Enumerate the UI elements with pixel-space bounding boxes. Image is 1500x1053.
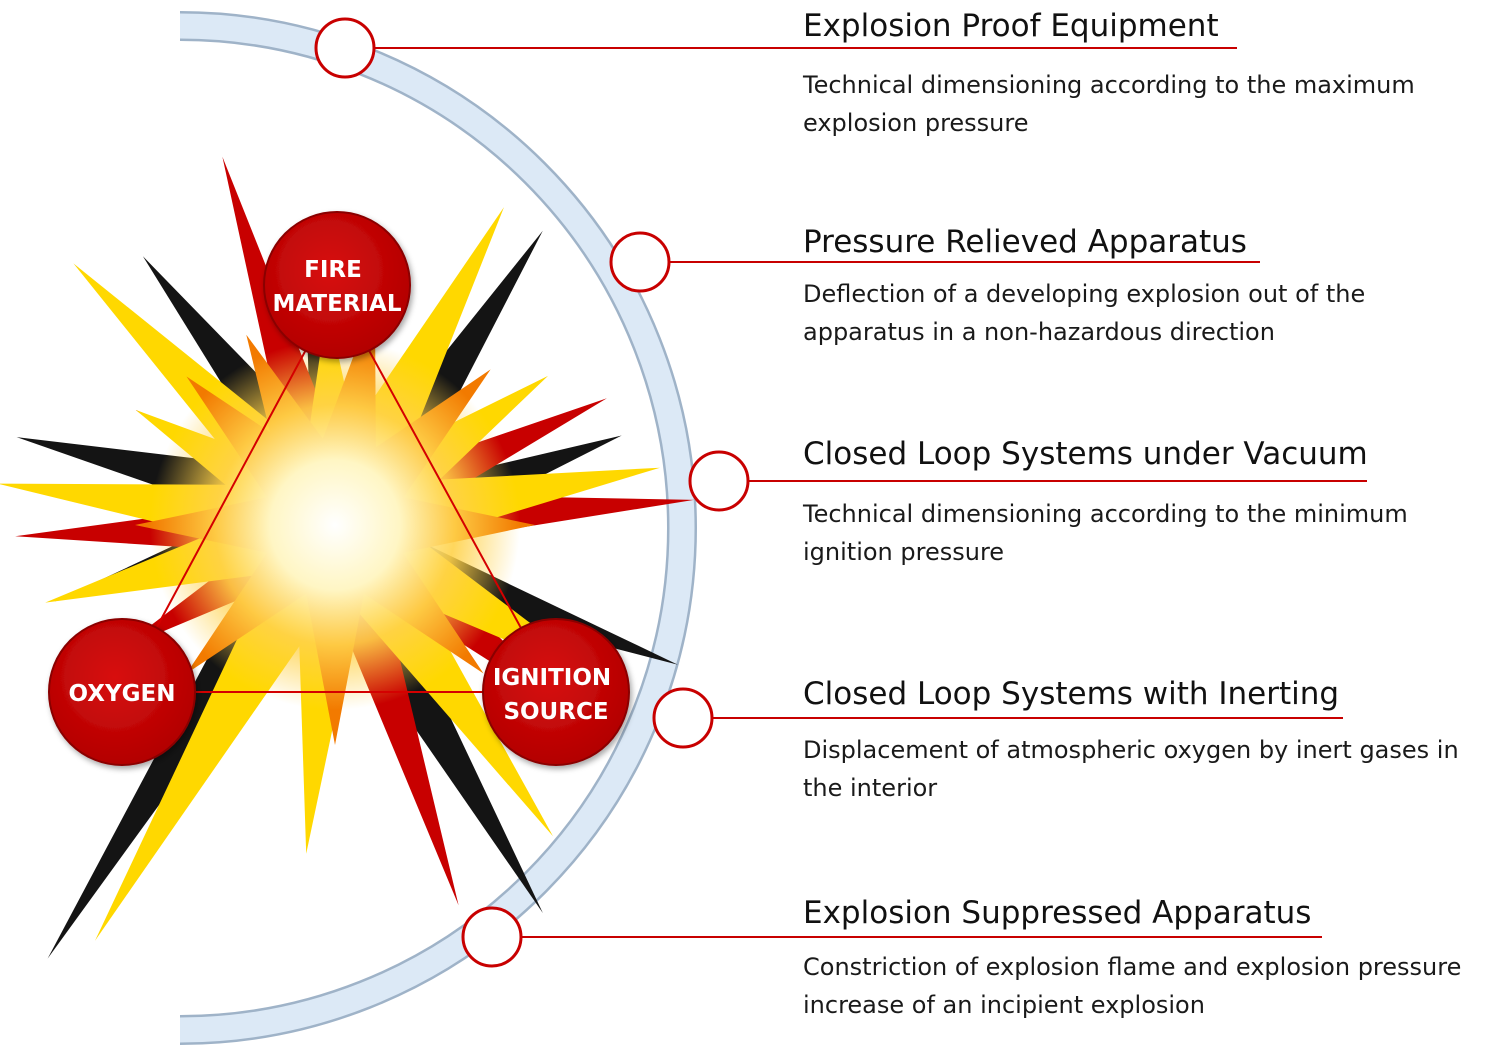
fire-material-node: FIRE MATERIAL	[263, 211, 411, 359]
protection-ring-fill	[179, 13, 695, 1043]
connector-lines	[345, 47, 1367, 938]
ignition-source-node: IGNITION SOURCE	[482, 618, 630, 766]
measure-title: Explosion Proof Equipment	[803, 8, 1219, 44]
ring-marker	[609, 231, 671, 293]
oxygen-node: OXYGEN	[48, 618, 196, 766]
measure-title: Pressure Relieved Apparatus	[803, 224, 1247, 260]
fire-triangle	[120, 289, 558, 693]
ring-marker	[688, 450, 750, 512]
measure-description: Technical dimensioning according to the …	[803, 500, 1408, 566]
measure-title: Closed Loop Systems under Vacuum	[803, 436, 1368, 472]
measure-title: Closed Loop Systems with Inerting	[803, 676, 1340, 712]
fire-material-label: FIRE MATERIAL	[272, 257, 401, 317]
measure-description: Displacement of atmospheric oxygen by in…	[803, 736, 1459, 802]
ring-marker	[652, 687, 714, 749]
measure-description: Constriction of explosion flame and expl…	[803, 953, 1462, 1019]
oxygen-label: OXYGEN	[69, 681, 176, 707]
ring-marker	[461, 906, 523, 968]
ignition-source-label: IGNITION SOURCE	[493, 665, 619, 725]
measure-description: Deflection of a developing explosion out…	[803, 280, 1366, 346]
measure-description: Technical dimensioning according to the …	[803, 71, 1415, 137]
ring-markers	[314, 17, 750, 968]
explosion-burst	[0, 156, 695, 959]
measure-title: Explosion Suppressed Apparatus	[803, 895, 1312, 931]
ring-marker	[314, 17, 376, 79]
explosion-core	[150, 340, 520, 710]
